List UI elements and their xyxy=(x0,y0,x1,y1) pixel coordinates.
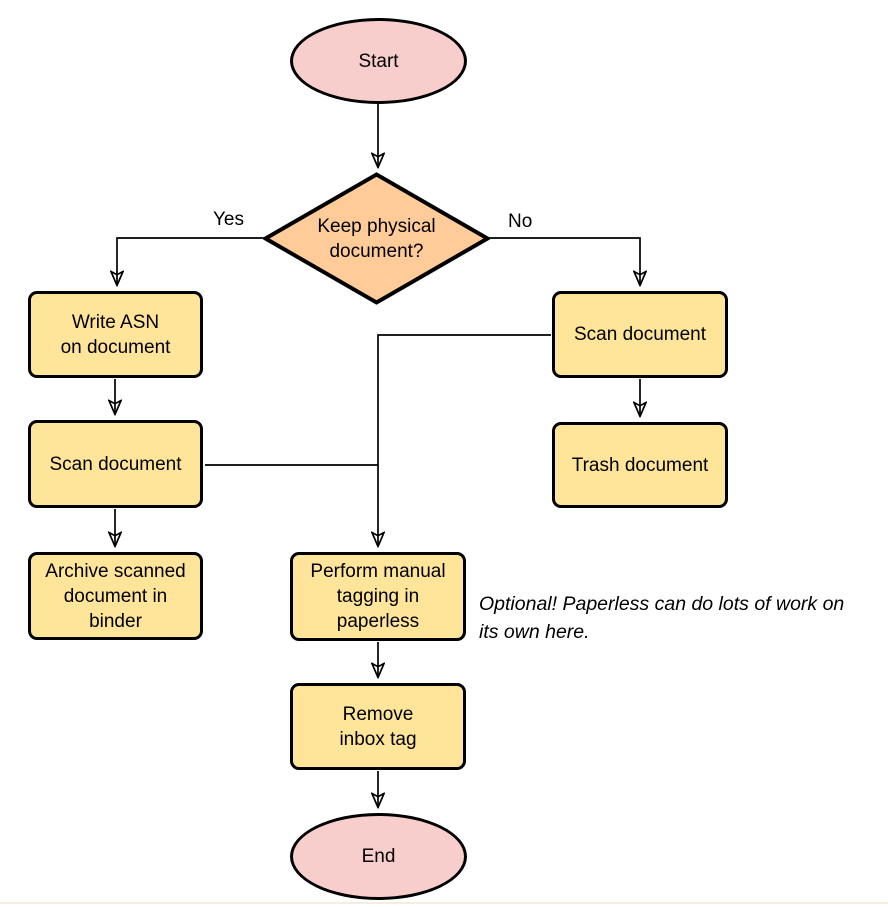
decision-node: Keep physical document? xyxy=(263,172,490,305)
scan-document-left-label: Scan document xyxy=(49,453,182,475)
start-node-label: Start xyxy=(358,50,399,72)
edge-label-yes: Yes xyxy=(211,209,246,230)
trash-document-label: Trash document xyxy=(571,454,709,476)
archive-node-label: Archive scanned document in binder xyxy=(45,560,186,632)
edge-decision-no xyxy=(489,237,640,284)
end-node: End xyxy=(290,813,467,900)
scan-document-left-node: Scan document xyxy=(28,420,203,508)
start-node: Start xyxy=(290,18,467,104)
decision-diamond-shape xyxy=(263,172,490,305)
optional-annotation: Optional! Paperless can do lots of work … xyxy=(479,593,845,643)
edge-label-no: No xyxy=(506,211,535,232)
end-node-label: End xyxy=(361,846,396,867)
manual-tagging-label: Perform manual tagging in paperless xyxy=(310,561,446,632)
trash-document-node: Trash document xyxy=(552,422,728,508)
manual-tagging-node: Perform manual tagging in paperless xyxy=(290,552,466,641)
remove-inbox-tag-label: Remove inbox tag xyxy=(339,703,417,750)
bottom-divider xyxy=(0,902,888,904)
decision-node-label: Keep physical document? xyxy=(317,215,436,262)
edge-decision-yes xyxy=(117,237,264,284)
write-asn-node: Write ASN on document xyxy=(28,291,203,378)
write-asn-node-label: Write ASN on document xyxy=(60,311,171,358)
scan-document-right-node: Scan document xyxy=(552,291,728,378)
scan-document-right-label: Scan document xyxy=(573,324,707,345)
archive-node: Archive scanned document in binder xyxy=(28,552,203,640)
remove-inbox-tag-node: Remove inbox tag xyxy=(290,683,466,770)
edge-scanright-to-tagging xyxy=(378,334,551,545)
